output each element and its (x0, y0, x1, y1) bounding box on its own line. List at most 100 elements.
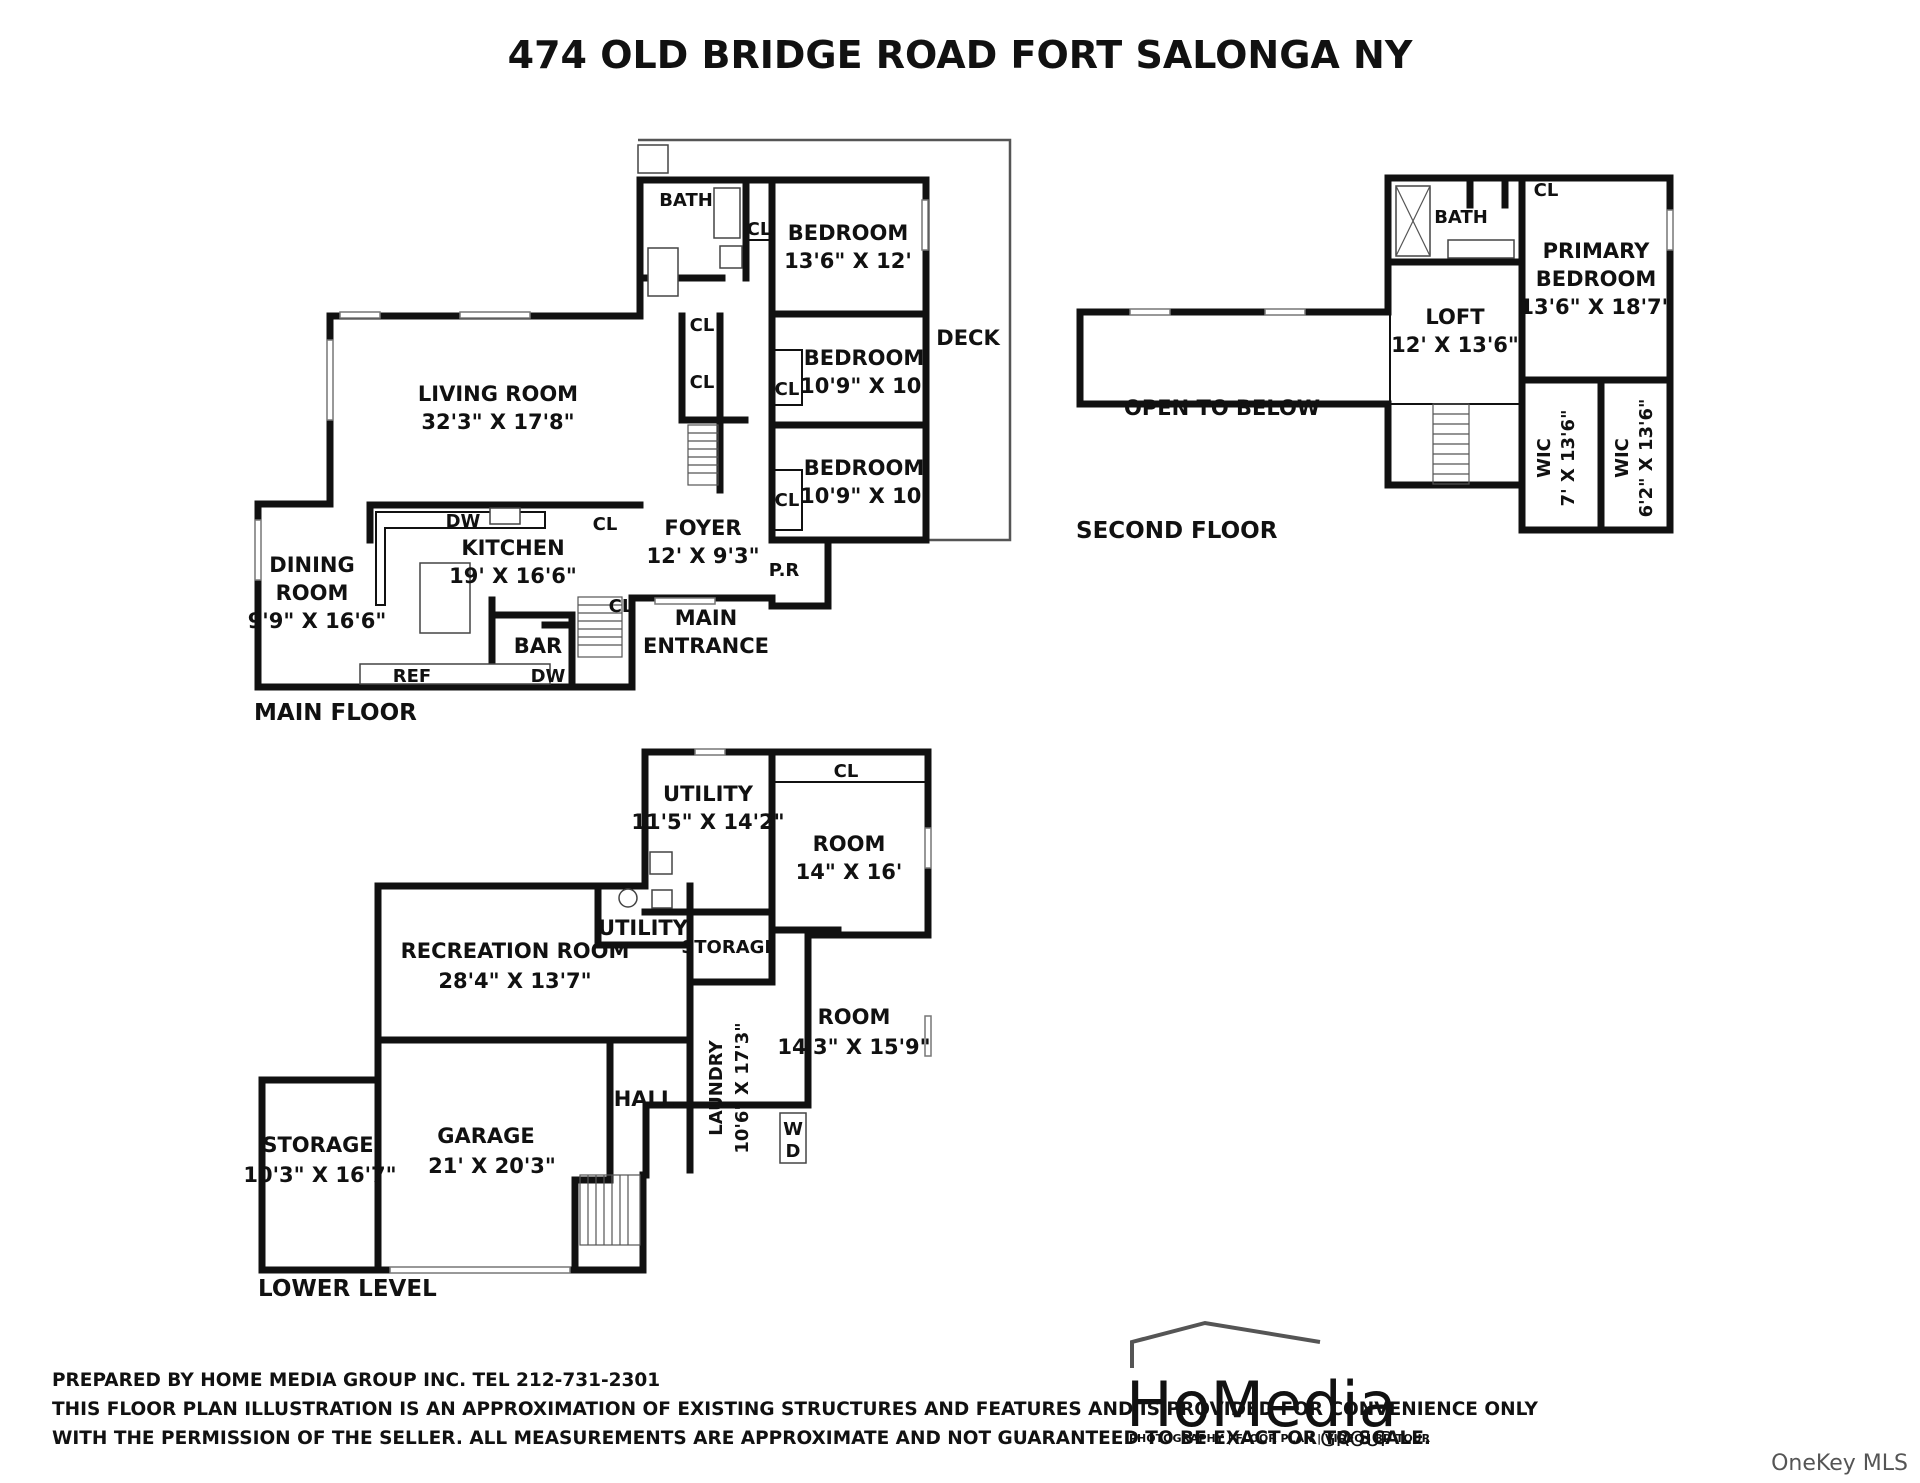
room-1-dimensions: 14" X 16' (796, 860, 903, 884)
lower-level-interior-walls (258, 748, 842, 1274)
primary-bedroom-name-line2: BEDROOM (1536, 267, 1657, 291)
bedroom-3-dimensions: 10'9" X 10' (800, 484, 928, 508)
hall-label: HALL (614, 1087, 675, 1111)
house-roof-icon (1130, 1320, 1321, 1368)
window (924, 827, 932, 869)
kitchen-name: KITCHEN (461, 536, 564, 560)
window (924, 1015, 932, 1057)
room-2-dimensions: 14'3" X 15'9" (777, 1035, 930, 1059)
laundry-dimensions: 10'6" X 17'3" (732, 1022, 753, 1153)
main-entrance-label-line2: ENTRANCE (643, 634, 769, 658)
living-room-name: LIVING ROOM (418, 382, 578, 406)
dryer-label: D (786, 1141, 801, 1162)
wic-2-name: WIC (1612, 438, 1633, 478)
kitchen-dishwasher-label: DW (446, 511, 481, 532)
hall-closet-2-label: CL (690, 372, 715, 393)
recreation-room-name: RECREATION ROOM (401, 939, 630, 963)
lower-level-walls (258, 748, 932, 1274)
garage-dimensions: 21' X 20'3" (428, 1154, 556, 1178)
window (339, 311, 381, 319)
bedroom-2-dimensions: 10'9" X 10' (800, 374, 928, 398)
window (1264, 308, 1306, 316)
main-floor-plan: BATH CL BEDROOM 13'6" X 12' DECK CL BEDR… (248, 138, 1012, 726)
second-floor-interior-walls (1384, 174, 1674, 534)
bar-dishwasher-label: DW (531, 666, 566, 687)
page-title: 474 OLD BRIDGE ROAD FORT SALONGA NY (508, 33, 1413, 77)
dining-room-dimensions: 9'9" X 16'6" (248, 609, 387, 633)
bedroom-1-dimensions: 13'6" X 12' (784, 249, 912, 273)
dining-room-name-line1: DINING (269, 553, 354, 577)
primary-bedroom-dimensions: 13'6" X 18'7" (1519, 295, 1672, 319)
loft-dimensions: 12' X 13'6" (1391, 333, 1519, 357)
bedroom-3-name: BEDROOM (804, 456, 925, 480)
main-entrance-door (654, 597, 716, 605)
hall-closet-label: CL (690, 315, 715, 336)
washer-dryer-icon (779, 1112, 807, 1164)
kitchen-counter (375, 511, 546, 606)
water-heater-icon (618, 888, 638, 908)
window (1129, 308, 1171, 316)
window (326, 339, 334, 421)
wic-1-name: WIC (1534, 438, 1555, 478)
furnace-icon (651, 889, 673, 909)
living-room-dimensions: 32'3" X 17'8" (421, 410, 574, 434)
window (1666, 209, 1674, 251)
storage-2-dimensions: 10'3" X 16'7" (243, 1163, 396, 1187)
main-entrance-label-line1: MAIN (675, 606, 738, 630)
shower-icon (719, 245, 743, 269)
room-1-name: ROOM (813, 832, 886, 856)
room-2-name: ROOM (818, 1005, 891, 1029)
main-bath-closet-label: CL (747, 219, 772, 240)
bedroom-2-closet-label: CL (775, 379, 800, 400)
bedroom-2-name: BEDROOM (804, 346, 925, 370)
second-floor-plan: BATH CL PRIMARY BEDROOM 13'6" X 18'7" LO… (1076, 174, 1674, 544)
bedroom-1-name: BEDROOM (788, 221, 909, 245)
second-floor-walls (1076, 174, 1674, 534)
dining-room-name-line2: ROOM (276, 581, 349, 605)
second-bath-label: BATH (1434, 207, 1488, 228)
primary-bedroom-name-line1: PRIMARY (1543, 239, 1651, 263)
footer-disclaimer-line2: WITH THE PERMISSION OF THE SELLER. ALL M… (52, 1428, 1431, 1449)
bedroom-closet-walls (745, 180, 803, 531)
foyer-dimensions: 12' X 9'3" (646, 544, 759, 568)
vanity-icon (647, 247, 679, 297)
storage-1-label: STORAGE (681, 937, 776, 958)
utility-sink-icon (649, 851, 673, 875)
lower-closet-label: CL (834, 761, 859, 782)
second-floor-label: SECOND FLOOR (1076, 518, 1278, 544)
loft-name: LOFT (1425, 305, 1485, 329)
kitchen-bottom-counter (359, 663, 551, 685)
kitchen-closet-label: CL (593, 514, 618, 535)
lower-stairs (579, 1174, 641, 1246)
powder-room-label: P.R (769, 560, 800, 581)
kitchen-sink-icon (489, 507, 521, 525)
bathtub-icon (713, 187, 741, 239)
kitchen-island (419, 562, 471, 634)
second-closet-label: CL (1534, 180, 1559, 201)
utility-2-name: UTILITY (598, 916, 689, 940)
utility-1-dimensions: 11'5" X 14'2" (631, 810, 784, 834)
logo-name: HoMedia (1126, 1368, 1397, 1441)
window (254, 519, 262, 581)
main-stairs (577, 424, 719, 658)
wic-1-dimensions: 7' X 13'6" (1558, 410, 1579, 507)
storage-2-name: STORAGE (262, 1133, 373, 1157)
window (694, 748, 726, 756)
footer-prepared-by: PREPARED BY HOME MEDIA GROUP INC. TEL 21… (52, 1370, 660, 1391)
loft-railing (1389, 264, 1520, 405)
logo-group: GROUP (1320, 1427, 1392, 1451)
lower-level-label: LOWER LEVEL (258, 1276, 437, 1302)
refrigerator-label: REF (393, 666, 431, 687)
second-stairs (1432, 403, 1470, 485)
utility-1-name: UTILITY (663, 782, 754, 806)
bar-label: BAR (514, 634, 562, 658)
main-floor-label: MAIN FLOOR (254, 700, 417, 726)
open-to-below-label: OPEN TO BELOW (1124, 396, 1320, 420)
laundry-name: LAUNDRY (706, 1039, 727, 1135)
window (921, 199, 929, 251)
deck-outline (638, 138, 1012, 542)
recreation-room-dimensions: 28'4" X 13'7" (438, 969, 591, 993)
homedia-logo: HoMedia GROUP PHOTOGRAPHY | FLOOR PLAN |… (1126, 1320, 1431, 1451)
main-bath-label: BATH (659, 190, 713, 211)
